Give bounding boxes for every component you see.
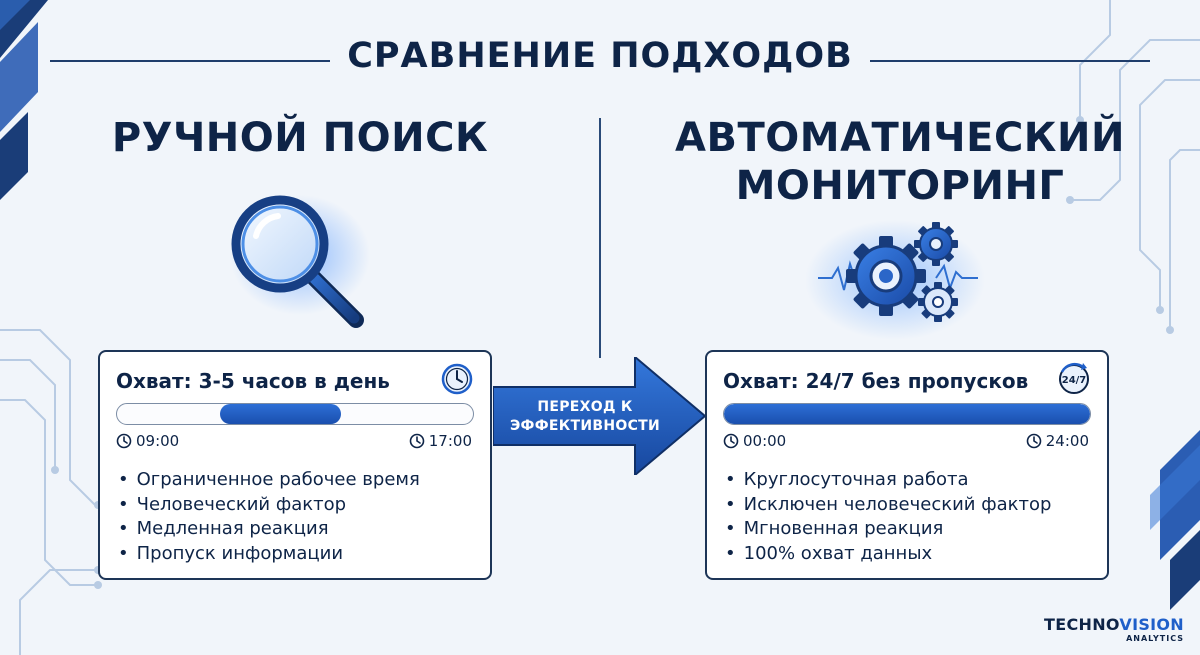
list-item: Мгновенная реакция [725,517,1051,542]
page-title: СРАВНЕНИЕ ПОДХОДОВ [347,36,853,76]
left-column-title: РУЧНОЙ ПОИСК [100,114,500,162]
manual-coverage-bar-fill [220,404,342,424]
24-7-icon: 24/7 [1059,362,1089,394]
title-rule-right [870,60,1150,62]
list-item: 100% охват данных [725,542,1051,567]
column-divider [599,118,601,358]
auto-time-end: 24:00 [1026,432,1089,450]
manual-search-card: Охват: 3-5 часов в день 09:00 17:00 Огра… [98,350,492,580]
auto-time-start-text: 00:00 [743,432,787,450]
arrow-label-line2: ЭФФЕКТИВНОСТИ [509,418,661,434]
auto-coverage-bar-fill [724,404,1090,424]
corner-shapes-bottom-right [1150,430,1200,610]
clock-icon [441,363,473,395]
small-clock-icon [116,433,132,449]
list-item: Человеческий фактор [118,493,420,518]
magnifier-icon [231,195,364,328]
24-7-icon-text: 24/7 [1062,375,1087,386]
auto-time-start: 00:00 [723,432,786,450]
right-title-line1: АВТОМАТИЧЕСКИЙ [675,115,1125,161]
manual-time-start-text: 09:00 [136,432,180,450]
logo-wordmark-dark: TECHNO [1044,615,1120,634]
title-rule-left [50,60,330,62]
auto-monitoring-card: Охват: 24/7 без пропусков 24/7 00:00 24:… [705,350,1109,580]
manual-time-start: 09:00 [116,432,179,450]
auto-coverage-label: Охват: 24/7 без пропусков [723,369,1029,393]
small-clock-icon [723,433,739,449]
list-item: Круглосуточная работа [725,468,1051,493]
manual-time-end-text: 17:00 [428,432,472,450]
auto-bullet-list: Круглосуточная работа Исключен человечес… [725,468,1052,567]
arrow-label-line1: ПЕРЕХОД К [537,399,633,415]
list-item: Ограниченное рабочее время [118,468,420,493]
corner-shapes-top-left [0,0,48,200]
logo-subtitle: ANALYTICS [1126,634,1184,643]
gears-icon [818,222,978,322]
logo-wordmark-accent: VISION [1119,615,1184,634]
manual-coverage-bar [116,403,474,425]
list-item: Медленная реакция [118,517,420,542]
manual-coverage-label: Охват: 3-5 часов в день [116,369,390,393]
small-clock-icon [409,433,425,449]
auto-time-end-text: 24:00 [1045,432,1089,450]
logo-wordmark: TECHNOVISION [1044,616,1184,634]
right-column-title: АВТОМАТИЧЕСКИЙ МОНИТОРИНГ [650,114,1150,210]
arrow-label: ПЕРЕХОД К ЭФФЕКТИВНОСТИ [500,398,670,436]
right-title-line2: МОНИТОРИНГ [735,163,1065,209]
small-clock-icon [1026,433,1042,449]
list-item: Исключен человеческий фактор [725,493,1052,518]
transition-arrow [493,357,707,475]
left-title-text: РУЧНОЙ ПОИСК [111,115,489,161]
manual-time-end: 17:00 [409,432,472,450]
list-item: Пропуск информации [118,542,420,567]
auto-coverage-bar [723,403,1091,425]
company-logo: TECHNOVISION ANALYTICS [1044,616,1184,644]
manual-bullet-list: Ограниченное рабочее время Человеческий … [118,468,420,566]
